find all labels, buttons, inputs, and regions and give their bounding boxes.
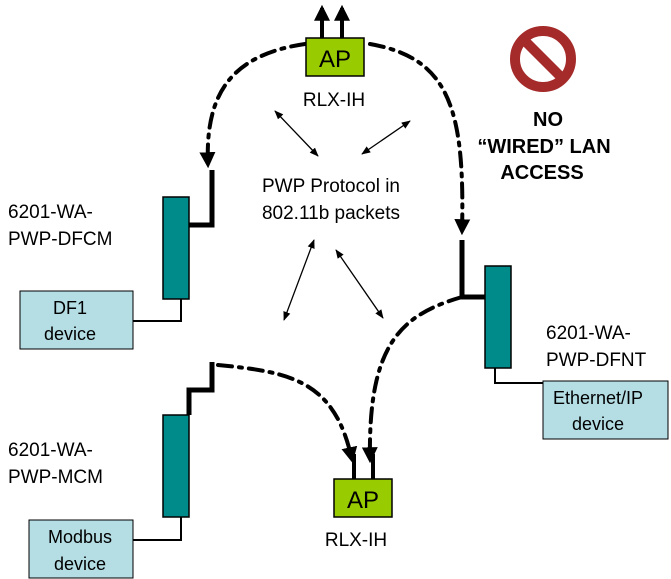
df1-device [19, 290, 134, 350]
protocol-label: PWP Protocol in 802.11b packets [262, 176, 400, 224]
protocol-line1: PWP Protocol in [262, 176, 400, 197]
node-dfnt: 6201-WA- PWP-DFNT Ethernet/IP device [459, 240, 669, 440]
mcm-antenna [186, 362, 215, 415]
mcm-cable [132, 517, 182, 541]
ap-top-box [305, 37, 365, 77]
dfnt-label-line1: 6201-WA- [546, 323, 631, 344]
no-access-line2: “WIRED” LAN [477, 136, 610, 158]
ethernet-device-line1: Ethernet/IP [553, 388, 643, 408]
no-access-line3: ACCESS [500, 162, 583, 184]
modbus-device [28, 519, 134, 579]
mcm-label-line2: PWP-MCM [8, 467, 103, 488]
link-mcm-to-ap [216, 363, 358, 464]
node-dfcm: 6201-WA- PWP-DFCM DF1 device [8, 170, 215, 350]
dfcm-label-line2: PWP-DFCM [8, 229, 112, 250]
ap-top-box-label: AP [319, 46, 351, 73]
ap-bottom: AP RLX-IH [325, 454, 393, 551]
arrow-protocol-upper-left [274, 110, 319, 157]
ap-top-name: RLX-IH [303, 90, 365, 111]
modbus-device-line1: Modbus [48, 527, 112, 547]
link-ap-to-dfnt [368, 42, 471, 236]
dfcm-cable [132, 299, 182, 322]
ap-bottom-box [333, 478, 393, 518]
arrow-protocol-upper-right [361, 120, 411, 155]
dfnt-radio [484, 265, 512, 369]
arrow-protocol-lower-left [283, 239, 315, 321]
ap-top: AP RLX-IH [303, 4, 365, 111]
ethernet-device-line2: device [572, 414, 624, 434]
dfnt-antenna [459, 240, 485, 300]
node-mcm: 6201-WA- PWP-MCM Modbus device [8, 362, 215, 579]
prohibition-icon [510, 26, 576, 92]
mcm-radio [162, 414, 190, 518]
dfcm-antenna [189, 170, 215, 228]
dfnt-label-line2: PWP-DFNT [546, 350, 647, 371]
no-access-line1: NO [533, 109, 563, 131]
ap-bottom-box-label: AP [347, 487, 379, 514]
ethernet-device [542, 380, 669, 440]
mcm-label-line1: 6201-WA- [8, 440, 93, 461]
df1-device-line2: device [44, 324, 96, 344]
dfcm-radio [162, 196, 190, 300]
no-access-sign: NO “WIRED” LAN ACCESS [477, 26, 611, 184]
df1-device-line1: DF1 [53, 298, 87, 318]
dfcm-label-line1: 6201-WA- [8, 202, 93, 223]
ap-bottom-name: RLX-IH [325, 530, 387, 551]
link-dfnt-to-ap [361, 295, 464, 464]
arrow-protocol-lower-right [335, 249, 384, 319]
dfnt-cable [494, 368, 543, 384]
link-ap-to-dfcm [199, 42, 307, 169]
modbus-device-line2: device [54, 554, 106, 574]
protocol-line2: 802.11b packets [262, 203, 400, 224]
